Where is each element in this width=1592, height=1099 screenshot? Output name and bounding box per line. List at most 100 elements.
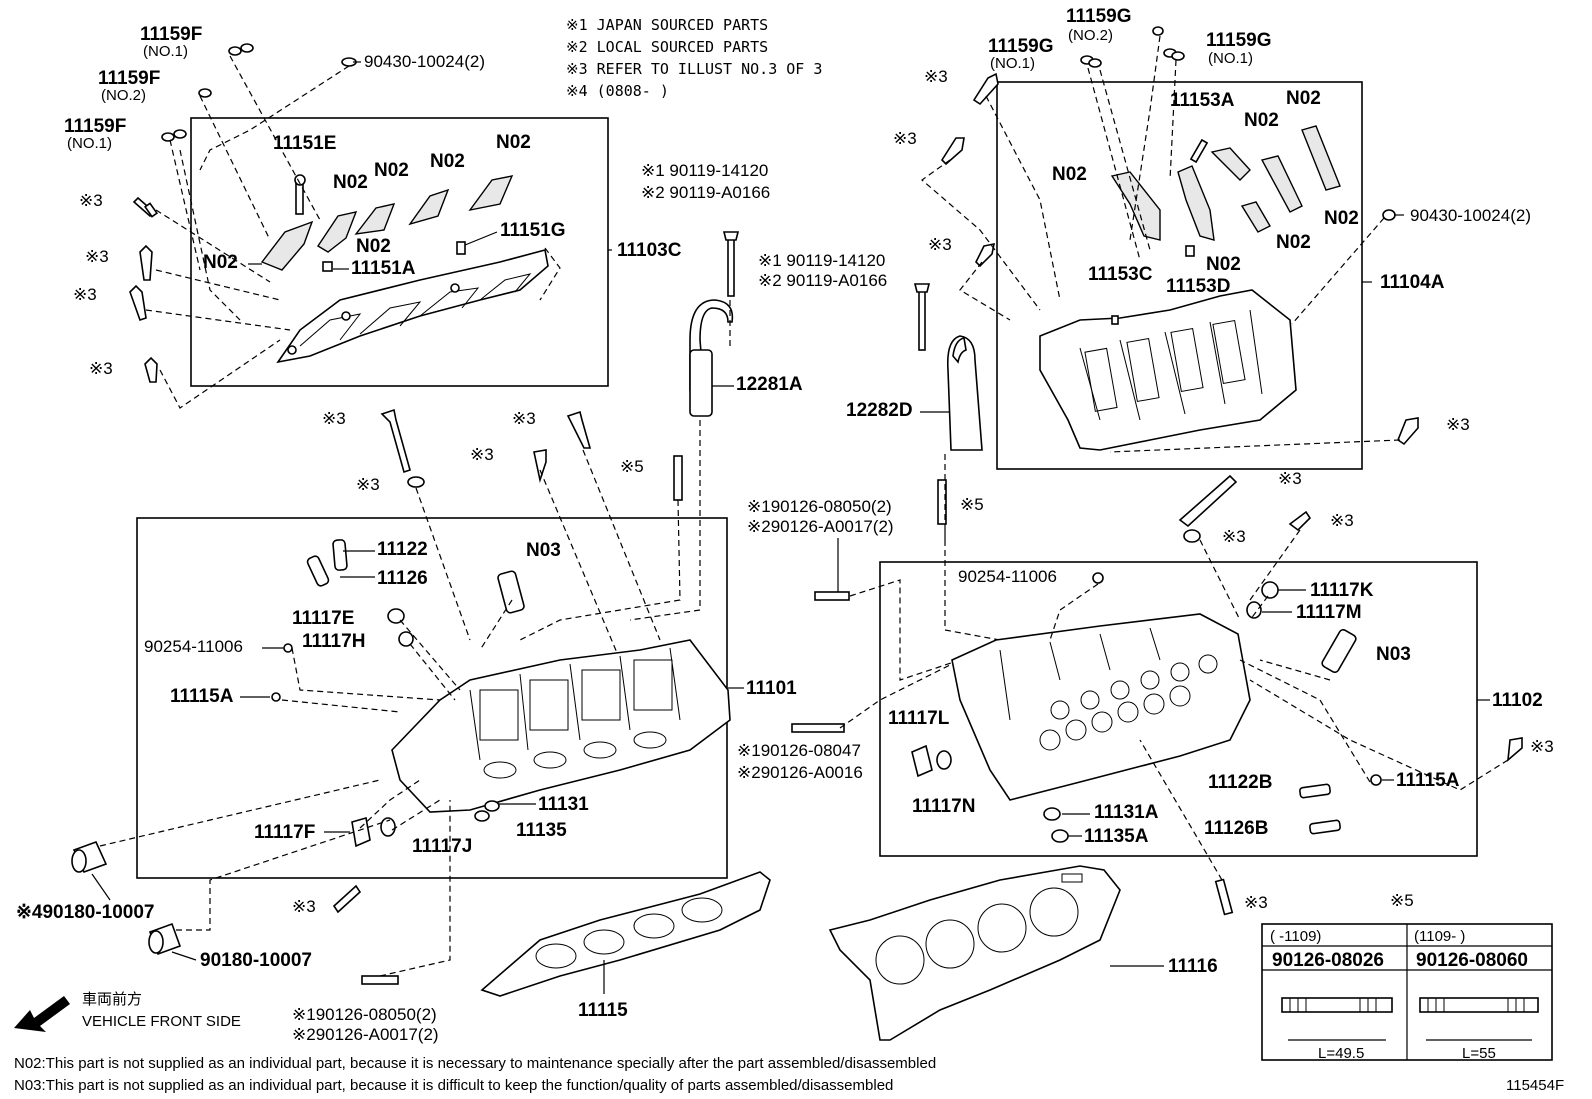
label-n02-j: N02 xyxy=(1324,208,1359,229)
label-n02-d: N02 xyxy=(496,132,531,153)
label-no1-c: (NO.1) xyxy=(990,55,1035,72)
mark-3-a: ※3 xyxy=(79,191,103,210)
label-11126b: 11126B xyxy=(1204,818,1268,839)
label-11159f-3: 11159F xyxy=(64,116,126,137)
label-n02-f: N02 xyxy=(356,236,391,257)
mark-3-q: ※3 xyxy=(1530,737,1554,756)
cylinder-head-right xyxy=(911,474,1523,916)
mark-3-n: ※3 xyxy=(1278,469,1302,488)
label-11103c: 11103C xyxy=(617,240,682,261)
note-date-range: ※4 (0808- ) xyxy=(566,82,669,100)
label-12281a: 12281A xyxy=(736,374,803,395)
label-n03-left: N03 xyxy=(526,540,561,561)
label-11101: 11101 xyxy=(746,678,797,699)
label-no1-b: (NO.1) xyxy=(67,135,112,152)
label-11117j: 11117J xyxy=(412,836,472,857)
label-90126-08047: ※190126-08047 xyxy=(737,741,861,760)
labels-center-right: 90254-11006 ※3 ※3 ※3 ※3 ※3 11117K 11117M… xyxy=(888,469,1554,912)
label-90180-s4: ※490180-10007 xyxy=(16,902,154,923)
label-11151g: 11151G xyxy=(500,220,566,241)
labels-top-right: 11159G (NO.2) 11159G (NO.1) 11159G (NO.1… xyxy=(893,6,1531,434)
mark-3-h: ※3 xyxy=(512,409,536,428)
mark-3-m: ※3 xyxy=(292,897,316,916)
footnote-n03: N03:This part is not supplied as an indi… xyxy=(14,1077,893,1094)
front-side-en: VEHICLE FRONT SIDE xyxy=(82,1013,241,1030)
label-11117k: 11117K xyxy=(1310,580,1374,601)
label-n02-c: N02 xyxy=(430,151,465,172)
label-11117m: 11117M xyxy=(1296,602,1362,623)
label-11126: 11126 xyxy=(377,568,428,589)
mark-3-j: ※3 xyxy=(893,129,917,148)
label-no2-a: (NO.2) xyxy=(101,87,146,104)
mark-5-b: ※5 xyxy=(960,495,984,514)
cam-housing-left xyxy=(129,43,612,409)
label-11153c: 11153C xyxy=(1088,264,1153,285)
note-japan-sourced: ※1 JAPAN SOURCED PARTS xyxy=(566,16,768,34)
note-refer-illust: ※3 REFER TO ILLUST NO.3 OF 3 xyxy=(566,60,822,78)
stud-length-1: L=49.5 xyxy=(1318,1045,1364,1062)
group-box-11102 xyxy=(879,561,1478,857)
labels-center-left: 11122 11126 N03 11117E 11117H 90254-1100… xyxy=(144,539,797,857)
label-11115a-right: 11115A xyxy=(1396,770,1460,791)
label-90126-08050-b: ※190126-08050(2) xyxy=(292,1005,437,1024)
front-side-jp: 車両前方 xyxy=(82,991,142,1008)
label-90119-14120-b: ※1 90119-14120 xyxy=(758,251,885,270)
label-11117f: 11117F xyxy=(254,822,315,843)
mark-3-f: ※3 xyxy=(356,475,380,494)
mark-3-d: ※3 xyxy=(89,359,113,378)
label-11117n: 11117N xyxy=(912,796,975,817)
stud-5-center-icon xyxy=(673,455,683,501)
stud-variant-table: ※5 ( -1109) (1109- ) 90126-08026 90126-0… xyxy=(1261,891,1553,1062)
label-90126-08050-a: ※190126-08050(2) xyxy=(747,497,892,516)
note-local-sourced: ※2 LOCAL SOURCED PARTS xyxy=(566,38,768,56)
label-12282d: 12282D xyxy=(846,400,913,421)
label-11153d: 11153D xyxy=(1166,276,1230,297)
plugs-90180: ※490180-10007 90180-10007 ※3 ※190126-080… xyxy=(16,800,451,1044)
stud-range-1: ( -1109) xyxy=(1270,928,1321,945)
mark-3-c: ※3 xyxy=(73,285,97,304)
label-11159g-c: 11159G xyxy=(1206,30,1272,51)
label-n03-right: N03 xyxy=(1376,644,1411,665)
label-90119-a0166-a: ※2 90119-A0166 xyxy=(641,183,770,202)
label-90119-a0166-b: ※2 90119-A0166 xyxy=(758,271,887,290)
label-n02-a: N02 xyxy=(333,172,368,193)
mark-3-r: ※3 xyxy=(1244,893,1268,912)
engine-hanger-12282d xyxy=(946,335,983,451)
mark-3-b: ※3 xyxy=(85,247,109,266)
label-90430-left: 90430-10024(2) xyxy=(364,52,485,71)
mark-3-k: ※3 xyxy=(928,235,952,254)
label-90254-left: 90254-11006 xyxy=(144,637,243,656)
label-11153a: 11153A xyxy=(1170,90,1235,111)
label-11115a-left: 11115A xyxy=(170,686,234,707)
stud-part-1: 90126-08026 xyxy=(1272,950,1384,971)
labels-top-left: 11159F (NO.1) 11159F (NO.2) 11159F (NO.1… xyxy=(64,24,682,378)
stud-range-2: (1109- ) xyxy=(1414,928,1465,945)
label-11117l: 11117L xyxy=(888,708,950,729)
label-90119-14120-a: ※1 90119-14120 xyxy=(641,161,768,180)
label-n02-l: N02 xyxy=(1206,254,1241,275)
mark-5-a: ※5 xyxy=(620,457,644,476)
center-parts: ※1 90119-14120 ※2 90119-A0166 12281A ※1 … xyxy=(322,161,1001,782)
label-90180: 90180-10007 xyxy=(200,950,312,971)
label-11135a: 11135A xyxy=(1084,826,1149,847)
stud-2-icon xyxy=(1419,997,1539,1013)
mark-3-i: ※3 xyxy=(924,67,948,86)
front-arrow-icon xyxy=(14,996,70,1032)
mark-3-g: ※3 xyxy=(470,445,494,464)
label-11115: 11115 xyxy=(578,1000,628,1021)
label-11102: 11102 xyxy=(1492,690,1543,711)
label-n02-g: N02 xyxy=(1286,88,1321,109)
stud-1-icon xyxy=(1281,997,1393,1013)
group-box-11104a xyxy=(996,81,1363,470)
label-n02-h: N02 xyxy=(1244,110,1279,131)
label-11122: 11122 xyxy=(377,539,428,560)
label-11151e: 11151E xyxy=(273,133,336,154)
label-n02-e: N02 xyxy=(203,252,238,273)
figure-id: 115454F xyxy=(1506,1077,1564,1094)
label-11159f-2: 11159F xyxy=(98,68,160,89)
mark-3-p: ※3 xyxy=(1330,511,1354,530)
group-box-11103c xyxy=(190,117,609,387)
label-11135: 11135 xyxy=(516,820,567,841)
head-gasket-left-11115: 11115 xyxy=(480,871,771,1021)
